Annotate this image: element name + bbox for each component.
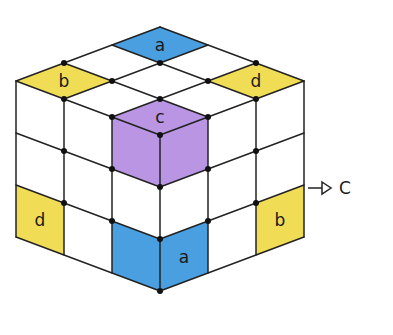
colored-cells [16, 27, 304, 291]
blue-cell [112, 221, 160, 291]
yellow-cell [256, 185, 304, 255]
pointer-arrow [308, 182, 331, 194]
yellow-cell [16, 185, 64, 255]
face-letter: b [275, 212, 286, 229]
grid-lines [16, 27, 304, 291]
face-letter: d [35, 212, 46, 229]
pointer-label: C [339, 180, 351, 197]
face-letter: c [155, 109, 164, 126]
purple-cell [112, 117, 160, 187]
purple-cell [160, 117, 208, 187]
grid-dots [61, 60, 259, 294]
face-letter: a [179, 249, 189, 266]
face-letter: a [155, 37, 165, 54]
blue-cell [112, 27, 208, 63]
face-letter: d [251, 73, 262, 90]
face-letter: b [59, 73, 70, 90]
blue-cell [160, 221, 208, 291]
yellow-cell [16, 63, 112, 99]
yellow-cell [208, 63, 304, 99]
